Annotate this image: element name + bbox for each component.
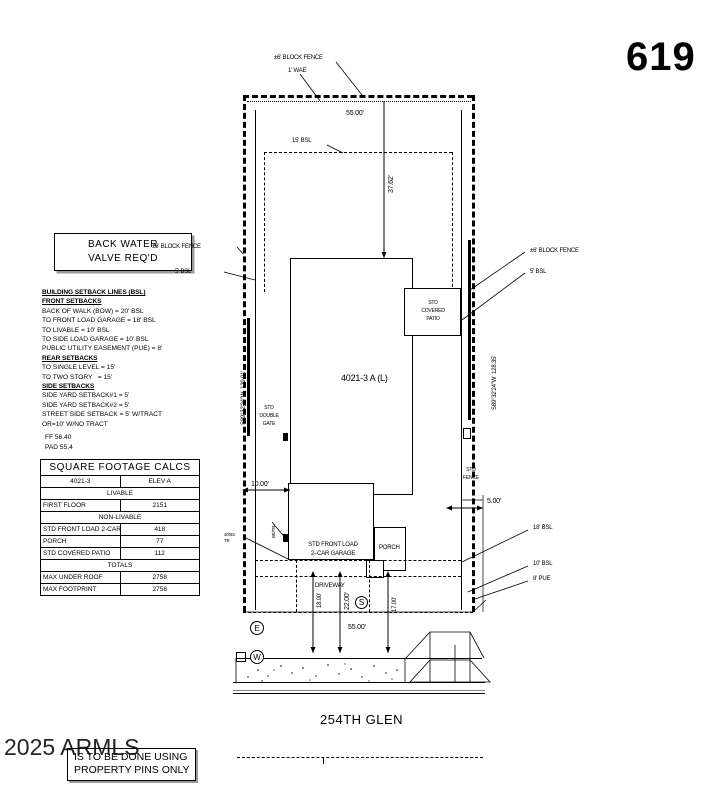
block-fence-top-label: ±6' BLOCK FENCE	[274, 55, 323, 61]
street-name-rule	[237, 757, 483, 758]
right-bearing-bar	[468, 240, 471, 420]
street-center-line	[233, 690, 485, 691]
rear-bsl-line	[264, 152, 452, 153]
electric-marker-icon: E	[250, 621, 264, 635]
bsl-18-label: 18' BSL	[533, 525, 553, 531]
finish-floor-elevation: FF 56.40	[45, 434, 72, 442]
water-marker-icon: W	[250, 650, 264, 664]
street-center-tick	[323, 757, 324, 764]
wae-label: 1' WAE	[288, 68, 307, 74]
left-bearing-bar	[247, 318, 250, 436]
driveway-edge-right	[369, 560, 370, 612]
street-edge-line	[233, 682, 485, 683]
front-setbacks-heading: FRONT SETBACKS	[42, 298, 102, 306]
driveway-label: DRIVEWAY	[315, 583, 345, 589]
lot-boundary-left	[243, 95, 246, 612]
lot-boundary-rear	[243, 95, 473, 98]
bsl-10-label: 10' BSL	[533, 561, 553, 567]
front-setback-item: TO FRONT LOAD GARAGE = 18' BSL	[42, 317, 156, 325]
pad-elevation: PAD 55.4	[45, 443, 73, 451]
top-width-dimension: 55.00'	[346, 110, 364, 118]
gate-marker-left	[283, 433, 288, 441]
right-offset-dimension: 5.00'	[487, 498, 501, 505]
bsl-5-left-label: 5' BSL	[175, 269, 192, 275]
frontage-dimension: 55.00'	[348, 624, 366, 632]
driveway-edge-left	[296, 560, 297, 612]
back-water-valve-note: BACK WATER VALVE REQ'D	[54, 233, 192, 271]
lot-number: 619	[626, 35, 696, 79]
fence-marker-right	[463, 428, 471, 439]
side-small-label: BE/TB	[271, 525, 276, 538]
pue-8-label: 8' PUE	[533, 576, 551, 582]
covered-patio	[404, 288, 461, 336]
building-setback-notes: BUILDING SETBACK LINES (BSL) FRONT SETBA…	[42, 288, 212, 452]
side-setback-item: STREET SIDE SETBACK = 5' W/TRACT	[42, 411, 163, 419]
left-offset-dimension: 10.00'	[251, 481, 269, 488]
pue-line	[255, 576, 461, 577]
rear-depth-dimension: 37.62'	[388, 175, 395, 193]
front-setback-item: PUBLIC UTILITY EASEMENT (PUE) = 8'	[42, 345, 163, 353]
rear-bsl-left	[264, 152, 265, 292]
porch-label: PORCH	[379, 545, 400, 551]
side-setback-item: SIDE YARD SETBACK#2 = 5'	[42, 401, 130, 409]
bwv-line-1: BACK WATER	[87, 239, 158, 250]
side-setback-item: SIDE YARD SETBACK#1 = 5'	[42, 392, 130, 400]
block-fence-left-label: ±6' BLOCK FENCE	[152, 244, 201, 250]
front-setback-item: TO LIVABLE = 10' BSL	[42, 326, 110, 334]
rear-bsl-right	[452, 152, 453, 292]
rear-bsl-label: 15' BSL	[292, 138, 312, 144]
garage-footprint	[288, 483, 374, 560]
side-bsl-left	[255, 110, 256, 610]
street-name-label: 254TH GLEN	[320, 712, 404, 727]
side-setback-item: OR=10' W/NO TRACT	[42, 420, 108, 428]
rear-setback-item: TO TWO STORY = 15'	[42, 373, 113, 381]
staking-note: IS TO BE DONE USING PROPERTY PINS ONLY	[67, 748, 196, 782]
bsl-5-right-label: 5' BSL	[530, 269, 547, 275]
house-footprint	[290, 258, 413, 495]
front-setback-item: TO SIDE LOAD GARAGE = 10' BSL	[42, 336, 149, 344]
front-bsl-line	[255, 560, 461, 561]
sf-row-value: 2758	[119, 583, 200, 596]
gate-marker-left-2	[283, 534, 288, 542]
armls-watermark: 2025 ARMLS	[4, 734, 140, 760]
sewer-marker-icon: S	[355, 596, 368, 609]
block-fence-right-label: ±6' BLOCK FENCE	[530, 248, 579, 254]
lot-boundary-front	[243, 612, 473, 613]
bwv-line-2: VALVE REQ'D	[88, 252, 158, 264]
driveway-22-dimension: 22.00'	[344, 592, 351, 610]
driveway-18-dimension: 18.00'	[317, 593, 323, 608]
side-setbacks-heading: SIDE SETBACKS	[42, 383, 95, 391]
right-bearing-label: S89°32'24"W 128.35'	[492, 355, 498, 410]
lot-boundary-right	[472, 95, 475, 612]
left-bearing-label: S89°32'24"W 129.01'	[241, 370, 247, 425]
water-meter-icon	[236, 652, 246, 662]
rear-setback-item: TO SINGLE LEVEL = 15'	[42, 364, 116, 372]
porch-17-dimension: 17.00'	[392, 597, 398, 612]
side-bsl-right	[461, 110, 462, 610]
front-setback-item: BACK OF WALK (BOW) = 20' BSL	[42, 307, 144, 315]
plan-label: 4021-3 A (L)	[341, 373, 388, 383]
wae-line	[247, 101, 471, 102]
rear-setbacks-heading: REAR SETBACKS	[42, 354, 98, 362]
setback-notes-title: BUILDING SETBACK LINES (BSL)	[42, 289, 146, 296]
curb-line	[236, 658, 482, 659]
street-edge-line-2	[233, 693, 485, 694]
